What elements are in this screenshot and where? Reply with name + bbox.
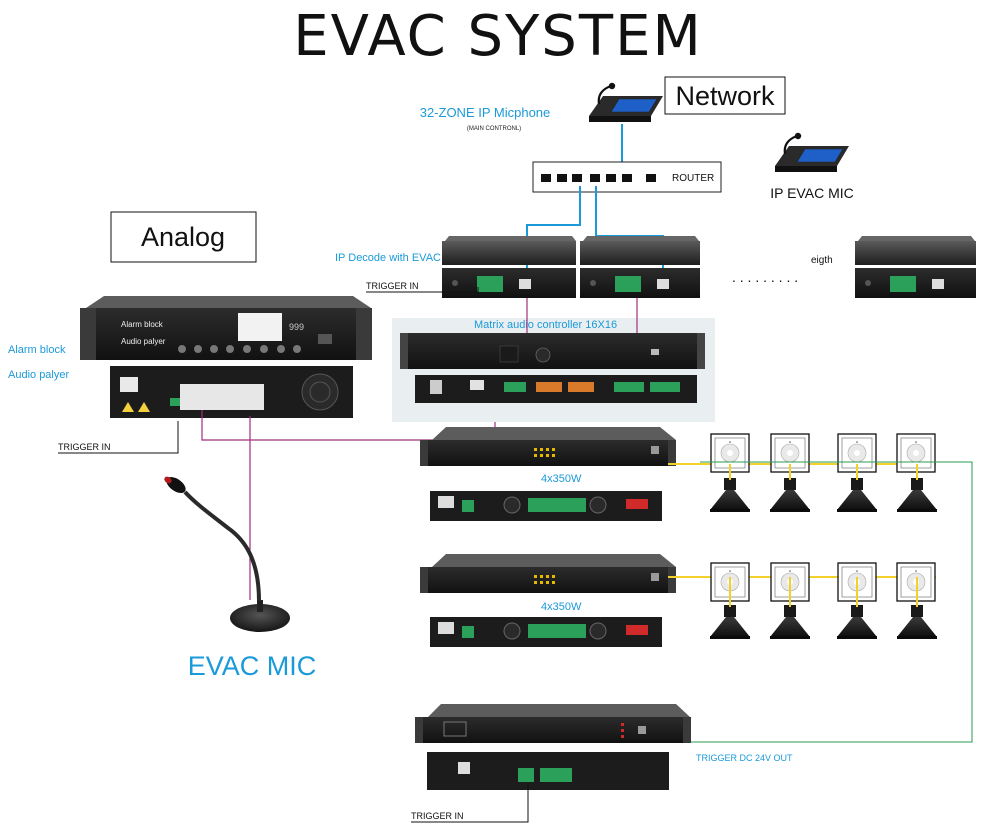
ip-decoder-2 (580, 236, 700, 298)
bottom-trigger-line (411, 785, 529, 823)
diagram-title: EVAC SYSTEM (293, 4, 703, 69)
audio-player-side-label: Audio palyer (8, 369, 69, 381)
zone1-drops (729, 464, 918, 480)
horn-speaker-icon (770, 605, 810, 639)
horn-speaker-icon (837, 605, 877, 639)
amp2-label: 4x350W (541, 601, 582, 613)
ellipsis-dots: . . . . . . . . . (732, 269, 798, 285)
alarm-block-side-label: Alarm block (8, 344, 66, 356)
zone2-drops (729, 577, 918, 607)
horn-speaker-icon (897, 605, 937, 639)
alarm-audio-player-device: 999 (80, 296, 372, 418)
analog-trigger-label: TRIGGER IN (58, 442, 111, 452)
zone2-speakers (710, 562, 937, 639)
zone1-speakers (710, 433, 937, 512)
router-label: ROUTER (672, 173, 714, 184)
horn-speaker-icon (897, 478, 937, 512)
trigger-dc-label: TRIGGER DC 24V OUT (696, 753, 793, 763)
svg-text:999: 999 (289, 322, 304, 332)
trigger-dc-line (676, 461, 973, 743)
audio-player-device-label: Audio palyer (121, 337, 166, 346)
amp1-label: 4x350W (541, 473, 582, 485)
ip-decode-label: IP Decode with EVAC (335, 252, 441, 264)
alarm-block-device-label: Alarm block (121, 320, 164, 329)
ip-mic-label: 32-ZONE IP Micphone (420, 105, 551, 120)
horn-speaker-icon (837, 478, 877, 512)
ip-decoder-1 (442, 236, 576, 298)
evac-mic-label: EVAC MIC (188, 651, 317, 681)
horn-speaker-icon (770, 478, 810, 512)
decoder-trigger-label: TRIGGER IN (366, 281, 419, 291)
ip-evac-mic-label: IP EVAC MIC (770, 185, 854, 201)
ip-mic-sublabel: (MAIN CONTRONL) (467, 126, 521, 132)
horn-speaker-icon (710, 478, 750, 512)
network-label: Network (675, 81, 775, 111)
amplifier-2 (420, 554, 676, 647)
amplifier-1 (420, 427, 676, 521)
evac-controller (415, 704, 691, 790)
analog-label: Analog (141, 222, 225, 252)
horn-speaker-icon (710, 605, 750, 639)
router-ports (541, 174, 656, 182)
network-box (664, 76, 786, 115)
ip-decoder-8 (855, 236, 976, 298)
eighth-decoder-label: eigth (811, 255, 833, 266)
ip-evac-mic-icon (773, 131, 851, 174)
analog-trigger-line (58, 421, 179, 454)
matrix-controller (400, 333, 705, 403)
ip-microphone-icon (587, 81, 665, 124)
evac-mic-icon (164, 476, 290, 632)
analog-box (110, 211, 257, 263)
matrix-label: Matrix audio controller 16X16 (474, 319, 617, 331)
bottom-trigger-label: TRIGGER IN (411, 811, 464, 821)
decoder-trigger-line (366, 287, 479, 293)
